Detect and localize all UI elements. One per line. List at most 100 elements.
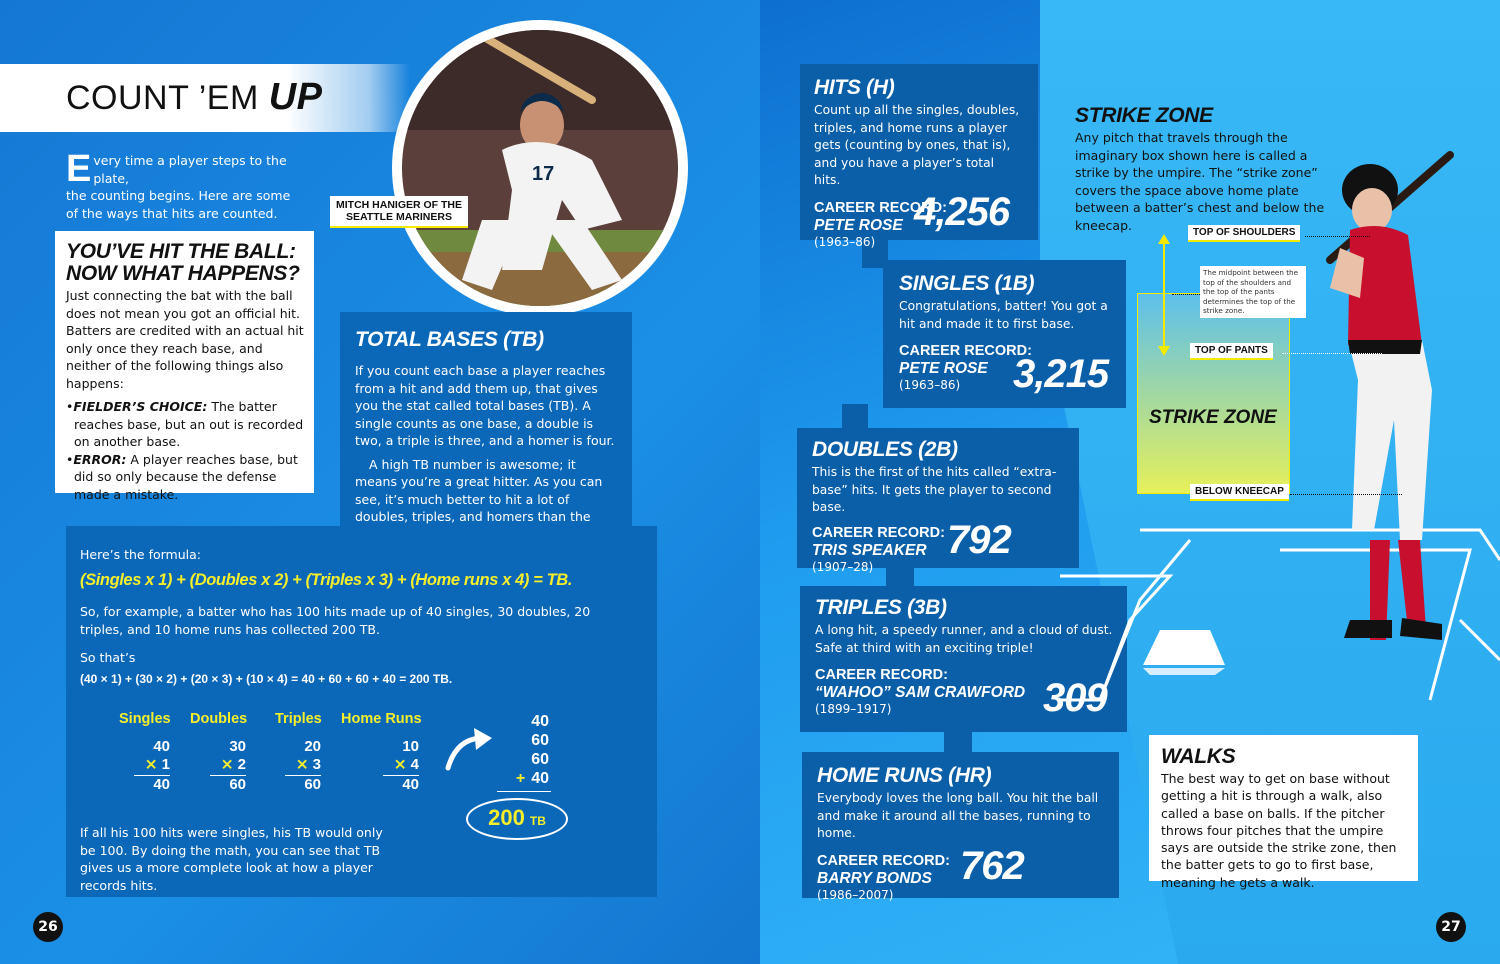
title-banner <box>0 64 410 132</box>
calc-col-home-runs: 10 ⨯ 4 40 <box>383 738 419 794</box>
career-record-label: CAREER RECORD: <box>815 667 948 683</box>
total-bases-box: TOTAL BASES (TB) If you count each base … <box>340 312 632 542</box>
sum-row-1: 40 <box>531 713 549 730</box>
record-years: (1899–1917) <box>815 702 892 716</box>
record-years: (1963–86) <box>899 378 961 392</box>
times-icon: ⨯ <box>220 756 238 773</box>
midpoint-leader-line <box>1172 294 1200 295</box>
stat-body: Congratulations, batter! You got a hit a… <box>899 299 1108 331</box>
calc-divider <box>210 775 246 776</box>
calc-col-doubles: 30 ⨯ 2 60 <box>210 738 246 794</box>
career-record-label: CAREER RECORD: <box>817 852 950 869</box>
strike-zone-body: Any pitch that travels through the imagi… <box>1075 130 1325 233</box>
record-holder: TRIS SPEAKER <box>812 541 927 559</box>
calc-mult: 2 <box>237 756 246 773</box>
stat-box-home-runs: HOME RUNS (HR) Everybody loves the long … <box>802 752 1119 902</box>
stat-heading: HITS (H) <box>814 76 895 99</box>
strike-zone-box <box>1137 293 1290 494</box>
svg-text:17: 17 <box>532 163 554 185</box>
hit-box-bullet-1-term: FIELDER’S CHOICE: <box>73 399 208 414</box>
calc-col-singles: 40 ⨯ 1 40 <box>134 738 170 794</box>
stat-box-singles: SINGLES (1B) Congratulations, batter! Yo… <box>883 260 1126 408</box>
stat-connector <box>886 566 914 588</box>
total-bases-heading: TOTAL BASES (TB) <box>355 328 544 351</box>
record-years: (1986–2007) <box>817 887 894 902</box>
calc-result: 40 <box>153 776 170 793</box>
shoulder-leader-line <box>1305 236 1370 237</box>
curved-arrow-icon <box>445 728 492 771</box>
stat-connector <box>944 730 972 754</box>
hit-box-heading-line-1: YOU’VE HIT THE BALL: <box>66 240 296 263</box>
field-lines-decoration <box>1060 528 1500 702</box>
stat-body: This is the first of the hits called “ex… <box>812 465 1057 514</box>
calc-divider <box>383 775 419 776</box>
plus-icon: + <box>515 770 526 787</box>
stat-heading: HOME RUNS (HR) <box>817 764 992 787</box>
page-title-part2: UP <box>268 76 323 118</box>
hit-box-bullet-1: •FIELDER’S CHOICE: The batter reaches ba… <box>66 399 304 449</box>
midpoint-note: The midpoint between the top of the shou… <box>1200 266 1306 318</box>
record-holder: PETE ROSE <box>814 216 903 234</box>
career-record-label: CAREER RECORD: <box>814 199 947 216</box>
calc-top: 40 <box>153 738 170 755</box>
player-photo: 17 <box>392 20 688 316</box>
total-circle: 200 TB <box>466 798 568 840</box>
formula-closing: If all his 100 hits were singles, his TB… <box>80 825 383 893</box>
stat-body: Everybody loves the long ball. You hit t… <box>817 791 1099 840</box>
sum-row-3: 60 <box>531 751 549 768</box>
calc-divider <box>134 775 170 776</box>
calc-top: 20 <box>304 738 321 755</box>
walks-heading: WALKS <box>1161 745 1236 768</box>
intro-text: E very time a player steps to the plate,… <box>66 148 326 222</box>
intro-line-1: very time a player steps to the plate, <box>93 153 287 186</box>
times-icon: ⨯ <box>295 756 313 773</box>
calc-mult-row: ⨯ 1 <box>134 756 170 774</box>
stat-heading: TRIPLES (3B) <box>815 596 947 619</box>
formula-intro: Here’s the formula: <box>80 547 202 562</box>
calc-result: 60 <box>304 776 321 793</box>
calc-result: 40 <box>402 776 419 793</box>
page-number-right: 27 <box>1436 912 1466 942</box>
intro-dropcap: E <box>66 148 92 190</box>
batter-figure <box>1326 151 1454 640</box>
formula-math: (40 × 1) + (30 × 2) + (20 × 3) + (10 × 4… <box>80 672 453 686</box>
photo-caption-line-2: SEATTLE MARINERS <box>346 211 452 223</box>
stat-box-doubles: DOUBLES (2B) This is the first of the hi… <box>797 428 1079 574</box>
calc-mult: 4 <box>410 756 419 773</box>
photo-caption: MITCH HANIGER OF THE SEATTLE MARINERS <box>330 196 468 228</box>
total-bases-para-1: If you count each base a player reaches … <box>355 363 615 448</box>
calc-mult-row: ⨯ 2 <box>210 756 246 774</box>
record-value: 309 <box>1043 676 1108 720</box>
career-record-label: CAREER RECORD: <box>899 343 1032 359</box>
intro-line-2: the counting begins. Here are some <box>66 188 291 203</box>
page-title: COUNT ’EM UP <box>66 76 323 119</box>
record-value: 3,215 <box>1013 352 1109 396</box>
calc-mult: 3 <box>312 756 321 773</box>
total-unit: TB <box>529 814 546 828</box>
formula-example: So, for example, a batter who has 100 hi… <box>80 604 591 637</box>
calc-divider <box>285 775 321 776</box>
hit-box-bullet-2: •ERROR: A player reaches base, but did s… <box>66 451 298 502</box>
total-number: 200 <box>488 805 525 830</box>
stat-box-hits: HITS (H) Count up all the singles, doubl… <box>800 64 1038 249</box>
strike-zone-heading: STRIKE ZONE <box>1075 104 1213 127</box>
calc-result: 60 <box>229 776 246 793</box>
tag-top-of-shoulders: TOP OF SHOULDERS <box>1188 225 1301 242</box>
formula-equation: (Singles x 1) + (Doubles x 2) + (Triples… <box>80 571 572 589</box>
tag-top-of-pants: TOP OF PANTS <box>1190 343 1273 360</box>
walks-box: WALKS The best way to get on base withou… <box>1149 735 1418 890</box>
calc-mult-row: ⨯ 3 <box>285 756 321 774</box>
calc-col-triples: 20 ⨯ 3 60 <box>285 738 321 794</box>
calc-col-header-triples: Triples <box>275 711 322 727</box>
record-value: 792 <box>947 518 1012 562</box>
strike-zone-label: STRIKE ZONE <box>1149 407 1277 428</box>
sum-row-4: +40 <box>515 770 549 787</box>
stat-body: A long hit, a speedy runner, and a cloud… <box>815 623 1113 655</box>
sum-row-2: 60 <box>531 732 549 749</box>
formula-box <box>66 526 657 897</box>
walks-body: The best way to get on base without gett… <box>1161 771 1397 890</box>
sum-column: 40 60 60 +40 <box>515 712 549 788</box>
hit-box-bullet-1-text: The batter reaches base, but an out is r… <box>74 399 304 449</box>
record-years: (1907–28) <box>812 559 874 574</box>
stat-box-triples: TRIPLES (3B) A long hit, a speedy runner… <box>800 586 1127 732</box>
